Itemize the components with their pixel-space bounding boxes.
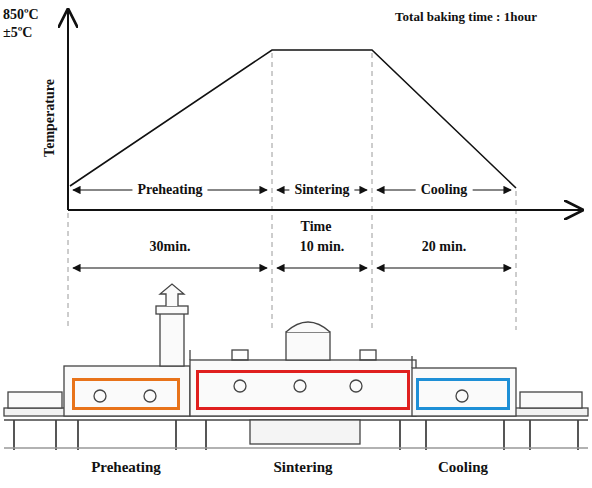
dashed-guides xyxy=(516,191,517,330)
duration-arrows xyxy=(73,267,511,268)
furnace-sketch xyxy=(399,420,401,450)
furnace-sketch xyxy=(160,284,184,306)
furnace-sketch xyxy=(250,420,360,444)
chart-axes xyxy=(67,10,69,210)
furnace-zone: Preheating xyxy=(72,378,180,410)
zone-label: Sintering xyxy=(273,459,332,476)
furnace-sketch xyxy=(190,360,416,416)
axis-title: Temperature xyxy=(42,79,58,157)
zone-label: Preheating xyxy=(91,459,161,476)
duration-label: 10 min. xyxy=(300,239,344,255)
furnace-sketch xyxy=(77,420,79,450)
furnace-sketch xyxy=(411,356,412,368)
furnace-sketch xyxy=(160,312,184,366)
furnace-sketch xyxy=(456,390,468,402)
furnace-zone: Sintering xyxy=(196,370,410,410)
furnace-sketch xyxy=(94,390,106,402)
furnace-sketch xyxy=(189,350,190,360)
duration-label: 30min. xyxy=(150,239,191,255)
furnace-sketch xyxy=(412,368,516,416)
phase-label: Cooling xyxy=(416,182,473,198)
furnace-sketch xyxy=(64,366,190,416)
furnace-sketch xyxy=(529,420,531,450)
furnace-sketch xyxy=(8,392,62,408)
furnace-sketch xyxy=(360,350,376,360)
dashed-guides xyxy=(68,213,69,330)
temperature-value: 850ºC ±5ºC xyxy=(3,6,51,42)
axis-title: Time xyxy=(301,219,332,235)
phase-label: Preheating xyxy=(132,182,207,198)
furnace-sketch xyxy=(577,420,579,450)
furnace-sketch xyxy=(286,322,330,332)
note: Total baking time : 1hour xyxy=(395,10,537,25)
furnace-sketch xyxy=(156,306,188,314)
duration-label: 20 min. xyxy=(422,239,466,255)
dashed-guides xyxy=(272,53,273,330)
furnace-sketch xyxy=(55,420,57,450)
duration-arrows xyxy=(73,267,267,268)
furnace-sketch xyxy=(520,392,582,408)
furnace-sketch xyxy=(234,380,246,392)
furnace-sketch xyxy=(4,284,588,450)
duration-arrows xyxy=(377,267,511,268)
furnace-sketch xyxy=(144,390,156,402)
dashed-guides xyxy=(372,53,373,330)
furnace-sketch xyxy=(294,380,306,392)
chart-axes xyxy=(68,209,582,211)
furnace-sketch xyxy=(13,420,15,450)
furnace-sketch xyxy=(4,447,588,448)
zone-label: Cooling xyxy=(438,459,488,476)
furnace-sketch xyxy=(175,420,177,450)
furnace-zone: Cooling xyxy=(416,378,510,410)
furnace-sketch xyxy=(350,380,362,392)
furnace-sketch xyxy=(286,332,330,360)
phase-label: Sintering xyxy=(289,182,354,198)
furnace-sketch xyxy=(503,420,505,450)
furnace-sketch xyxy=(425,420,427,450)
furnace-sketch xyxy=(205,420,207,450)
furnace-sketch xyxy=(14,420,578,450)
dashed-guides xyxy=(68,53,516,330)
chart-axes xyxy=(68,10,582,210)
temperature-curve xyxy=(70,50,516,188)
furnace-sketch xyxy=(232,350,248,360)
duration-arrows xyxy=(277,267,367,268)
